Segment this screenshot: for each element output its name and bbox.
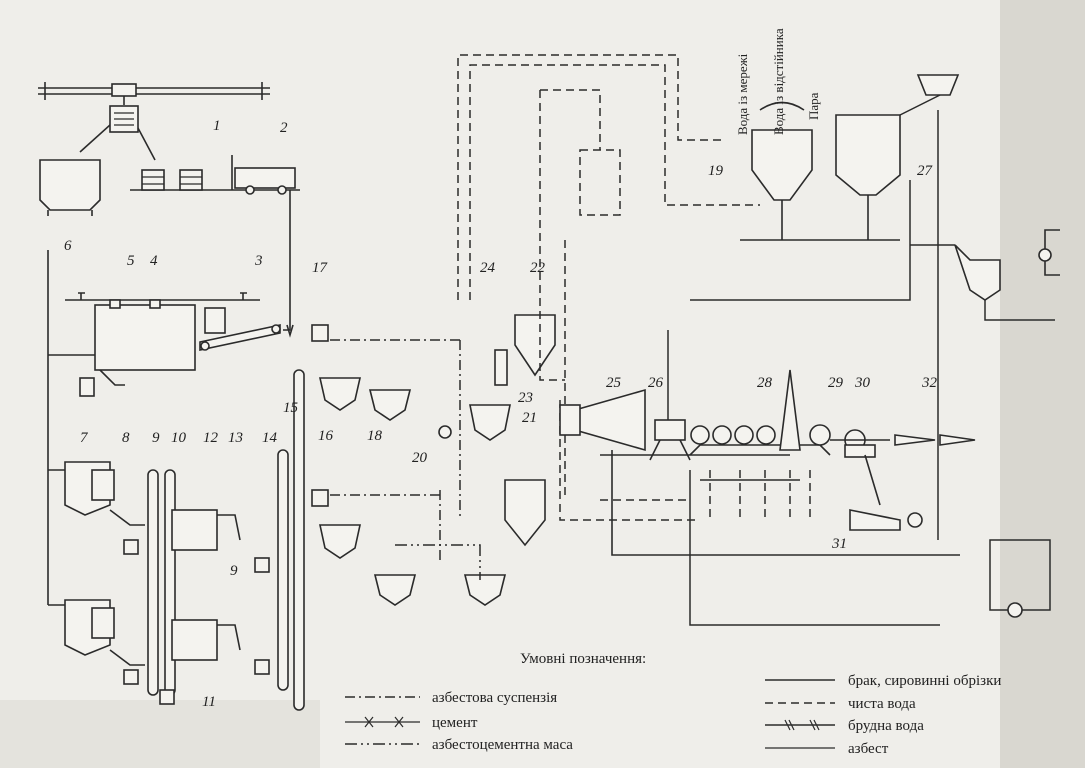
label-10: 10 — [171, 430, 187, 446]
label-6: 6 — [64, 238, 72, 254]
label-18: 18 — [367, 428, 383, 444]
legend-dirty-water-label: брудна вода — [848, 718, 924, 734]
label-27: 27 — [917, 163, 934, 179]
label-14: 14 — [262, 430, 278, 446]
label-25: 25 — [606, 375, 622, 391]
water-mains-label: Вода із мережі — [735, 53, 750, 135]
legend-mass-label: азбестоцементна маса — [432, 737, 573, 753]
label-26: 26 — [648, 375, 664, 391]
source-labels: Вода із мережі Вода із відстійника Пара — [735, 28, 821, 135]
dirty-water-lines — [611, 94, 1060, 626]
label-32: 32 — [921, 375, 938, 391]
legend-title: Умовні позначення: — [520, 651, 646, 667]
label-21: 21 — [522, 410, 537, 426]
label-31: 31 — [831, 536, 847, 552]
legend-cross-marks — [364, 716, 404, 728]
label-1: 1 — [213, 118, 221, 134]
label-16: 16 — [318, 428, 334, 444]
label-15: 15 — [283, 400, 299, 416]
legend-suspension-label: азбестова суспензія — [432, 690, 557, 706]
crane-unit — [38, 82, 300, 338]
label-20: 20 — [412, 450, 428, 466]
equipment-numbers: 1 2 3 4 5 6 7 8 9 10 12 13 14 15 17 16 1… — [64, 118, 938, 710]
label-24: 24 — [480, 260, 496, 276]
page-edge-shade-bottom — [0, 700, 320, 768]
legend-hash-marks — [784, 719, 820, 731]
suspension-section — [311, 314, 556, 606]
label-5: 5 — [127, 253, 135, 269]
legend-waste-label: брак, сировинні обрізки — [848, 673, 1001, 689]
page-edge-shade — [1000, 0, 1085, 768]
clean-water-lines — [457, 54, 760, 521]
label-11: 11 — [202, 694, 216, 710]
label-28: 28 — [757, 375, 773, 391]
label-9: 9 — [152, 430, 160, 446]
legend-cement-label: цемент — [432, 715, 478, 731]
machine-line — [559, 330, 976, 531]
label-8: 8 — [122, 430, 130, 446]
beater-section — [48, 369, 305, 711]
legend: Умовні позначення: азбестова суспензія ц… — [345, 651, 1001, 757]
mixing-section — [47, 250, 281, 605]
label-12: 12 — [203, 430, 219, 446]
label-2: 2 — [280, 120, 288, 136]
label-9b: 9 — [230, 563, 238, 579]
label-23: 23 — [518, 390, 533, 406]
label-17: 17 — [312, 260, 329, 276]
label-4: 4 — [150, 253, 158, 269]
label-13: 13 — [228, 430, 243, 446]
label-30: 30 — [854, 375, 871, 391]
label-29: 29 — [828, 375, 844, 391]
label-3: 3 — [254, 253, 263, 269]
water-tanks — [740, 74, 960, 241]
steam-label: Пара — [806, 92, 821, 120]
water-settler-label: Вода із відстійника — [771, 28, 786, 135]
legend-clean-water-label: чиста вода — [848, 696, 916, 712]
label-22: 22 — [530, 260, 546, 276]
label-19: 19 — [708, 163, 724, 179]
legend-asbestos-label: азбест — [848, 741, 889, 757]
label-7: 7 — [80, 430, 89, 446]
